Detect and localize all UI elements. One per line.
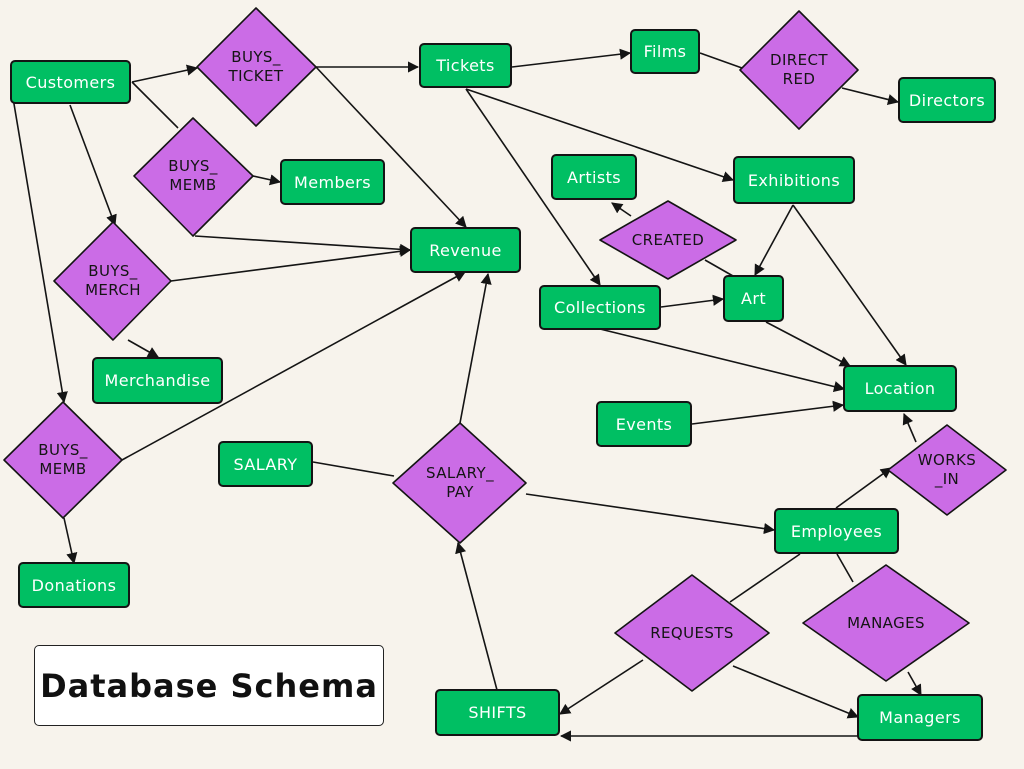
edge-customers-buys-memb — [131, 81, 179, 129]
edge-tickets-exhibitions — [465, 88, 735, 183]
relationship-buys-merch: BUYS_ MERCH — [85, 262, 141, 299]
diagram-title: Database Schema — [34, 645, 384, 726]
edge-art-location — [765, 321, 851, 367]
entity-customers: Customers — [10, 60, 131, 104]
edge-buys-memb-2-revenue — [121, 271, 466, 461]
entity-tickets: Tickets — [419, 43, 512, 88]
edge-manages-managers — [907, 671, 922, 696]
relationship-manages-shape — [802, 564, 970, 682]
entity-members: Members — [280, 159, 385, 205]
relationship-manages: MANAGES — [847, 613, 925, 632]
relationship-requests-shape — [614, 574, 770, 692]
edge-buys-merch-revenue — [170, 245, 412, 282]
entity-location: Location — [843, 365, 957, 412]
relationship-buys-ticket: BUYS_ TICKET — [228, 48, 284, 85]
edge-buys-memb-revenue — [194, 235, 412, 255]
edge-collections-art — [660, 294, 725, 308]
edge-customers-buys-merch — [69, 104, 117, 227]
edge-salary-salary-pay — [312, 461, 395, 477]
edge-works-in-location — [902, 412, 917, 443]
entity-revenue: Revenue — [410, 227, 521, 273]
edge-direct-red-directors — [841, 87, 900, 105]
edge-created-artists — [611, 202, 632, 217]
edge-customers-buys-memb-2 — [11, 91, 68, 404]
relationship-direct-red: DIRECT RED — [770, 51, 828, 88]
entity-merchandise: Merchandise — [92, 357, 223, 404]
edge-buys-ticket-revenue — [315, 66, 467, 228]
relationship-buys-memb-1: BUYS_ MEMB — [168, 157, 218, 194]
relationship-created: CREATED — [631, 230, 705, 249]
edge-salary-pay-employees — [525, 493, 776, 535]
relationship-salary-pay: SALARY_ PAY — [426, 464, 494, 501]
edge-salary-pay-revenue — [459, 272, 492, 424]
relationship-works-in-shape — [887, 424, 1007, 516]
edge-created-art — [704, 259, 734, 277]
edge-employees-works-in — [835, 467, 892, 509]
edge-requests-shifts — [559, 659, 644, 715]
relationship-buys-merch-shape — [53, 221, 172, 341]
edge-shifts-salary-pay — [455, 541, 498, 691]
entity-collections: Collections — [539, 285, 661, 330]
relationship-salary-pay-shape — [392, 422, 527, 544]
edge-films-direct-red — [699, 52, 743, 69]
relationship-buys-memb-2-shape — [3, 401, 123, 519]
relationship-requests: REQUESTS — [650, 623, 734, 642]
entity-donations: Donations — [18, 562, 130, 608]
relationship-buys-memb-2: BUYS_ MEMB — [38, 441, 88, 478]
entity-exhibitions: Exhibitions — [733, 156, 855, 204]
edge-customers-buys-ticket — [131, 64, 199, 83]
edge-buys-memb-members — [252, 174, 282, 186]
edge-events-location — [691, 400, 845, 425]
relationship-created-shape — [599, 200, 737, 280]
edge-requests-managers — [732, 665, 860, 719]
edge-buys-merch-merchandise — [127, 339, 159, 358]
relationship-buys-ticket-shape — [196, 7, 317, 127]
entity-directors: Directors — [898, 77, 996, 123]
edge-tickets-collections — [465, 88, 601, 286]
edge-exhibitions-location — [792, 204, 907, 366]
edge-exhibitions-art — [754, 204, 794, 276]
edge-employees-manages — [836, 553, 854, 583]
entity-films: Films — [630, 29, 700, 74]
edge-tickets-films — [511, 48, 632, 68]
relationship-buys-memb-1-shape — [133, 117, 254, 237]
entity-shifts: SHIFTS — [435, 689, 560, 736]
relationship-direct-red-shape — [739, 10, 859, 130]
relationship-works-in: WORKS _IN — [917, 451, 977, 488]
entity-events: Events — [596, 401, 692, 447]
entity-employees: Employees — [774, 508, 899, 554]
entity-managers: Managers — [857, 694, 983, 741]
entity-art: Art — [723, 275, 784, 322]
edge-collections-location — [599, 328, 846, 393]
edge-employees-requests — [729, 553, 801, 603]
entity-artists: Artists — [551, 154, 637, 200]
edge-buys-memb-2-donations — [63, 517, 78, 565]
entity-salary: SALARY — [218, 441, 313, 487]
